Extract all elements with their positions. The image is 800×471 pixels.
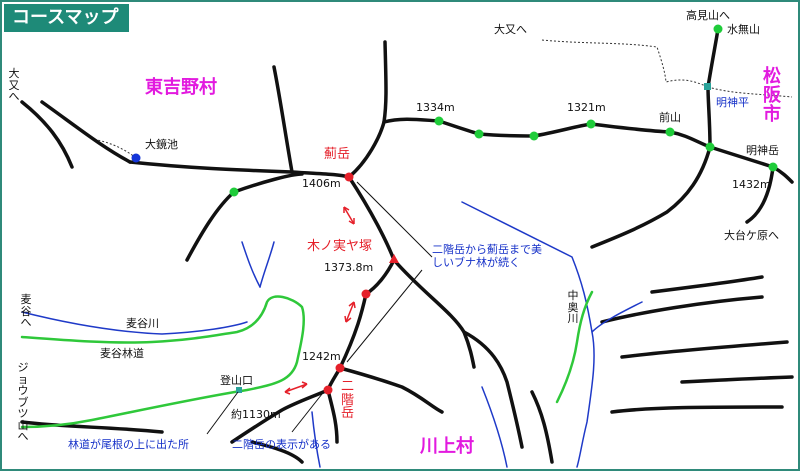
arrow-tozanguchi-nikai xyxy=(284,383,308,393)
road-nakaoku xyxy=(555,290,594,404)
myojindaira-hut-marker xyxy=(704,83,711,90)
ridge-left-spur xyxy=(20,420,164,434)
waypoint-myojindake xyxy=(768,162,778,172)
peak-1321-elev: 1321m xyxy=(567,101,606,114)
trail-omata-top xyxy=(541,39,709,88)
place-mugitani-river: 麦谷川 xyxy=(126,317,159,330)
village-kawakami: 川上村 xyxy=(420,436,474,457)
place-okagami-ike: 大鏡池 xyxy=(145,138,178,151)
place-myojindaira: 明神平 xyxy=(716,96,749,109)
ridge-west-1 xyxy=(232,172,304,194)
ridge-main-east xyxy=(382,117,794,184)
waypoint-azamidake xyxy=(344,172,354,182)
ridge-kinomi-east xyxy=(392,258,476,369)
waypoint-west xyxy=(229,187,239,197)
peak-azamidake-name: 薊岳 xyxy=(324,147,351,162)
river-south-mid xyxy=(481,386,508,468)
ridge-myojin-south xyxy=(590,145,712,249)
peak-azamidake-elev: 1406m xyxy=(302,177,341,190)
place-nakaoku-river: 中奥川 xyxy=(567,289,579,326)
okagami-pond-marker xyxy=(131,153,141,163)
ridge-upper-left xyxy=(272,65,294,174)
map-title: コースマップ xyxy=(4,4,129,32)
waypoint-nikaidake xyxy=(323,385,333,395)
city-matsusaka: 松阪市 xyxy=(763,66,781,125)
waypoint-ridge-a xyxy=(474,129,484,139)
forest-roads xyxy=(20,290,594,429)
place-tozanguchi: 登山口 xyxy=(220,374,253,387)
peak-maeyama-name: 前山 xyxy=(659,111,681,124)
river-left-2 xyxy=(259,241,275,288)
waypoint-route-mid xyxy=(361,289,371,299)
leader-beech xyxy=(356,181,433,258)
river-mugitani xyxy=(21,311,248,335)
leader-lines xyxy=(206,181,433,435)
ridge-bottom-left xyxy=(250,440,304,464)
waypoint-1334 xyxy=(434,116,444,126)
village-higashiyoshino: 東吉野村 xyxy=(145,77,217,98)
river-nakaoku xyxy=(461,201,595,468)
route-waypoints xyxy=(323,172,371,395)
ridge-waypoints xyxy=(229,24,778,197)
trail-myojindaira-east xyxy=(707,86,793,98)
waypoint-1321 xyxy=(586,119,596,129)
arrow-azami-kinomi xyxy=(343,206,355,225)
ridge-upper-left-2 xyxy=(40,100,132,164)
note-forest-road-ridge: 林道が尾根の上に出た所 xyxy=(68,438,189,451)
peak-myojindake-name: 明神岳 xyxy=(746,144,779,157)
place-omata-left: 大又へ xyxy=(8,67,20,104)
ridge-right-lower xyxy=(680,375,794,384)
place-omata-top: 大又へ xyxy=(494,23,527,36)
note-nikaidake-sign: 二階岳の表示がある xyxy=(232,438,331,451)
ridge-south-mid xyxy=(462,330,524,449)
place-mugitani-forest-road: 麦谷林道 xyxy=(100,347,144,360)
peak-kinomiyazuka-name: 木ノ実ヤ塚 xyxy=(307,239,373,254)
place-mugitani: 麦谷へ xyxy=(20,293,32,330)
triangulation-kinomiyazuka xyxy=(389,254,399,263)
waypoint-minashiyama xyxy=(713,24,723,34)
place-odaigahara: 大台ケ原へ xyxy=(724,229,779,242)
ridge-south-right-2 xyxy=(620,340,789,359)
waypoint-1242 xyxy=(335,363,345,373)
ridge-right-branch xyxy=(650,275,764,294)
peak-nikaidake-name: 二階岳 xyxy=(341,379,355,422)
ridge-nikai-south xyxy=(230,388,330,444)
ridge-south-right-1 xyxy=(600,295,764,324)
road-mugitani xyxy=(20,295,305,429)
river-nikai-south xyxy=(311,411,321,468)
leader-forest-road xyxy=(206,391,239,435)
place-jounbutsuyama: ジョウブツ山へ xyxy=(17,361,29,444)
arrow-kinomi-nikai xyxy=(345,301,355,323)
peak-myojindake-elev: 1432m xyxy=(732,178,771,191)
leader-beech-2 xyxy=(346,269,423,363)
peak-1334-elev: 1334m xyxy=(416,101,455,114)
waypoint-ridge-b xyxy=(529,131,539,141)
ridge-west-2 xyxy=(185,190,236,262)
ridge-south-right-3 xyxy=(610,405,784,414)
place-takamiyama: 高見山へ xyxy=(686,9,730,22)
ridge-odaigahara xyxy=(745,165,775,224)
note-beech-forest: 二階岳から薊岳まで美しいブナ林が続く xyxy=(432,243,542,269)
leader-nikai-sign xyxy=(291,393,323,433)
ridge-far-left xyxy=(20,100,74,169)
river-nakaoku-east xyxy=(591,301,643,333)
ridge-lines xyxy=(20,27,794,464)
dotted-trails xyxy=(96,39,793,159)
peak-minashiyama-name: 水無山 xyxy=(727,23,760,36)
waypoint-maeyama xyxy=(665,127,675,137)
peak-nikaidake-elev: 1242m xyxy=(302,350,341,363)
ridge-main-south xyxy=(326,175,396,444)
waypoint-myojin-junction xyxy=(705,142,715,152)
ridge-nikai-east xyxy=(338,366,444,414)
tozanguchi-marker xyxy=(236,387,242,393)
route-arrows xyxy=(284,206,356,395)
ridge-s2 xyxy=(530,390,554,464)
rivers xyxy=(21,201,643,468)
river-left-1 xyxy=(241,241,261,288)
peak-kinomiyazuka-elev: 1373.8m xyxy=(324,261,374,274)
place-tozanguchi-elev: 約1130m xyxy=(231,408,281,421)
